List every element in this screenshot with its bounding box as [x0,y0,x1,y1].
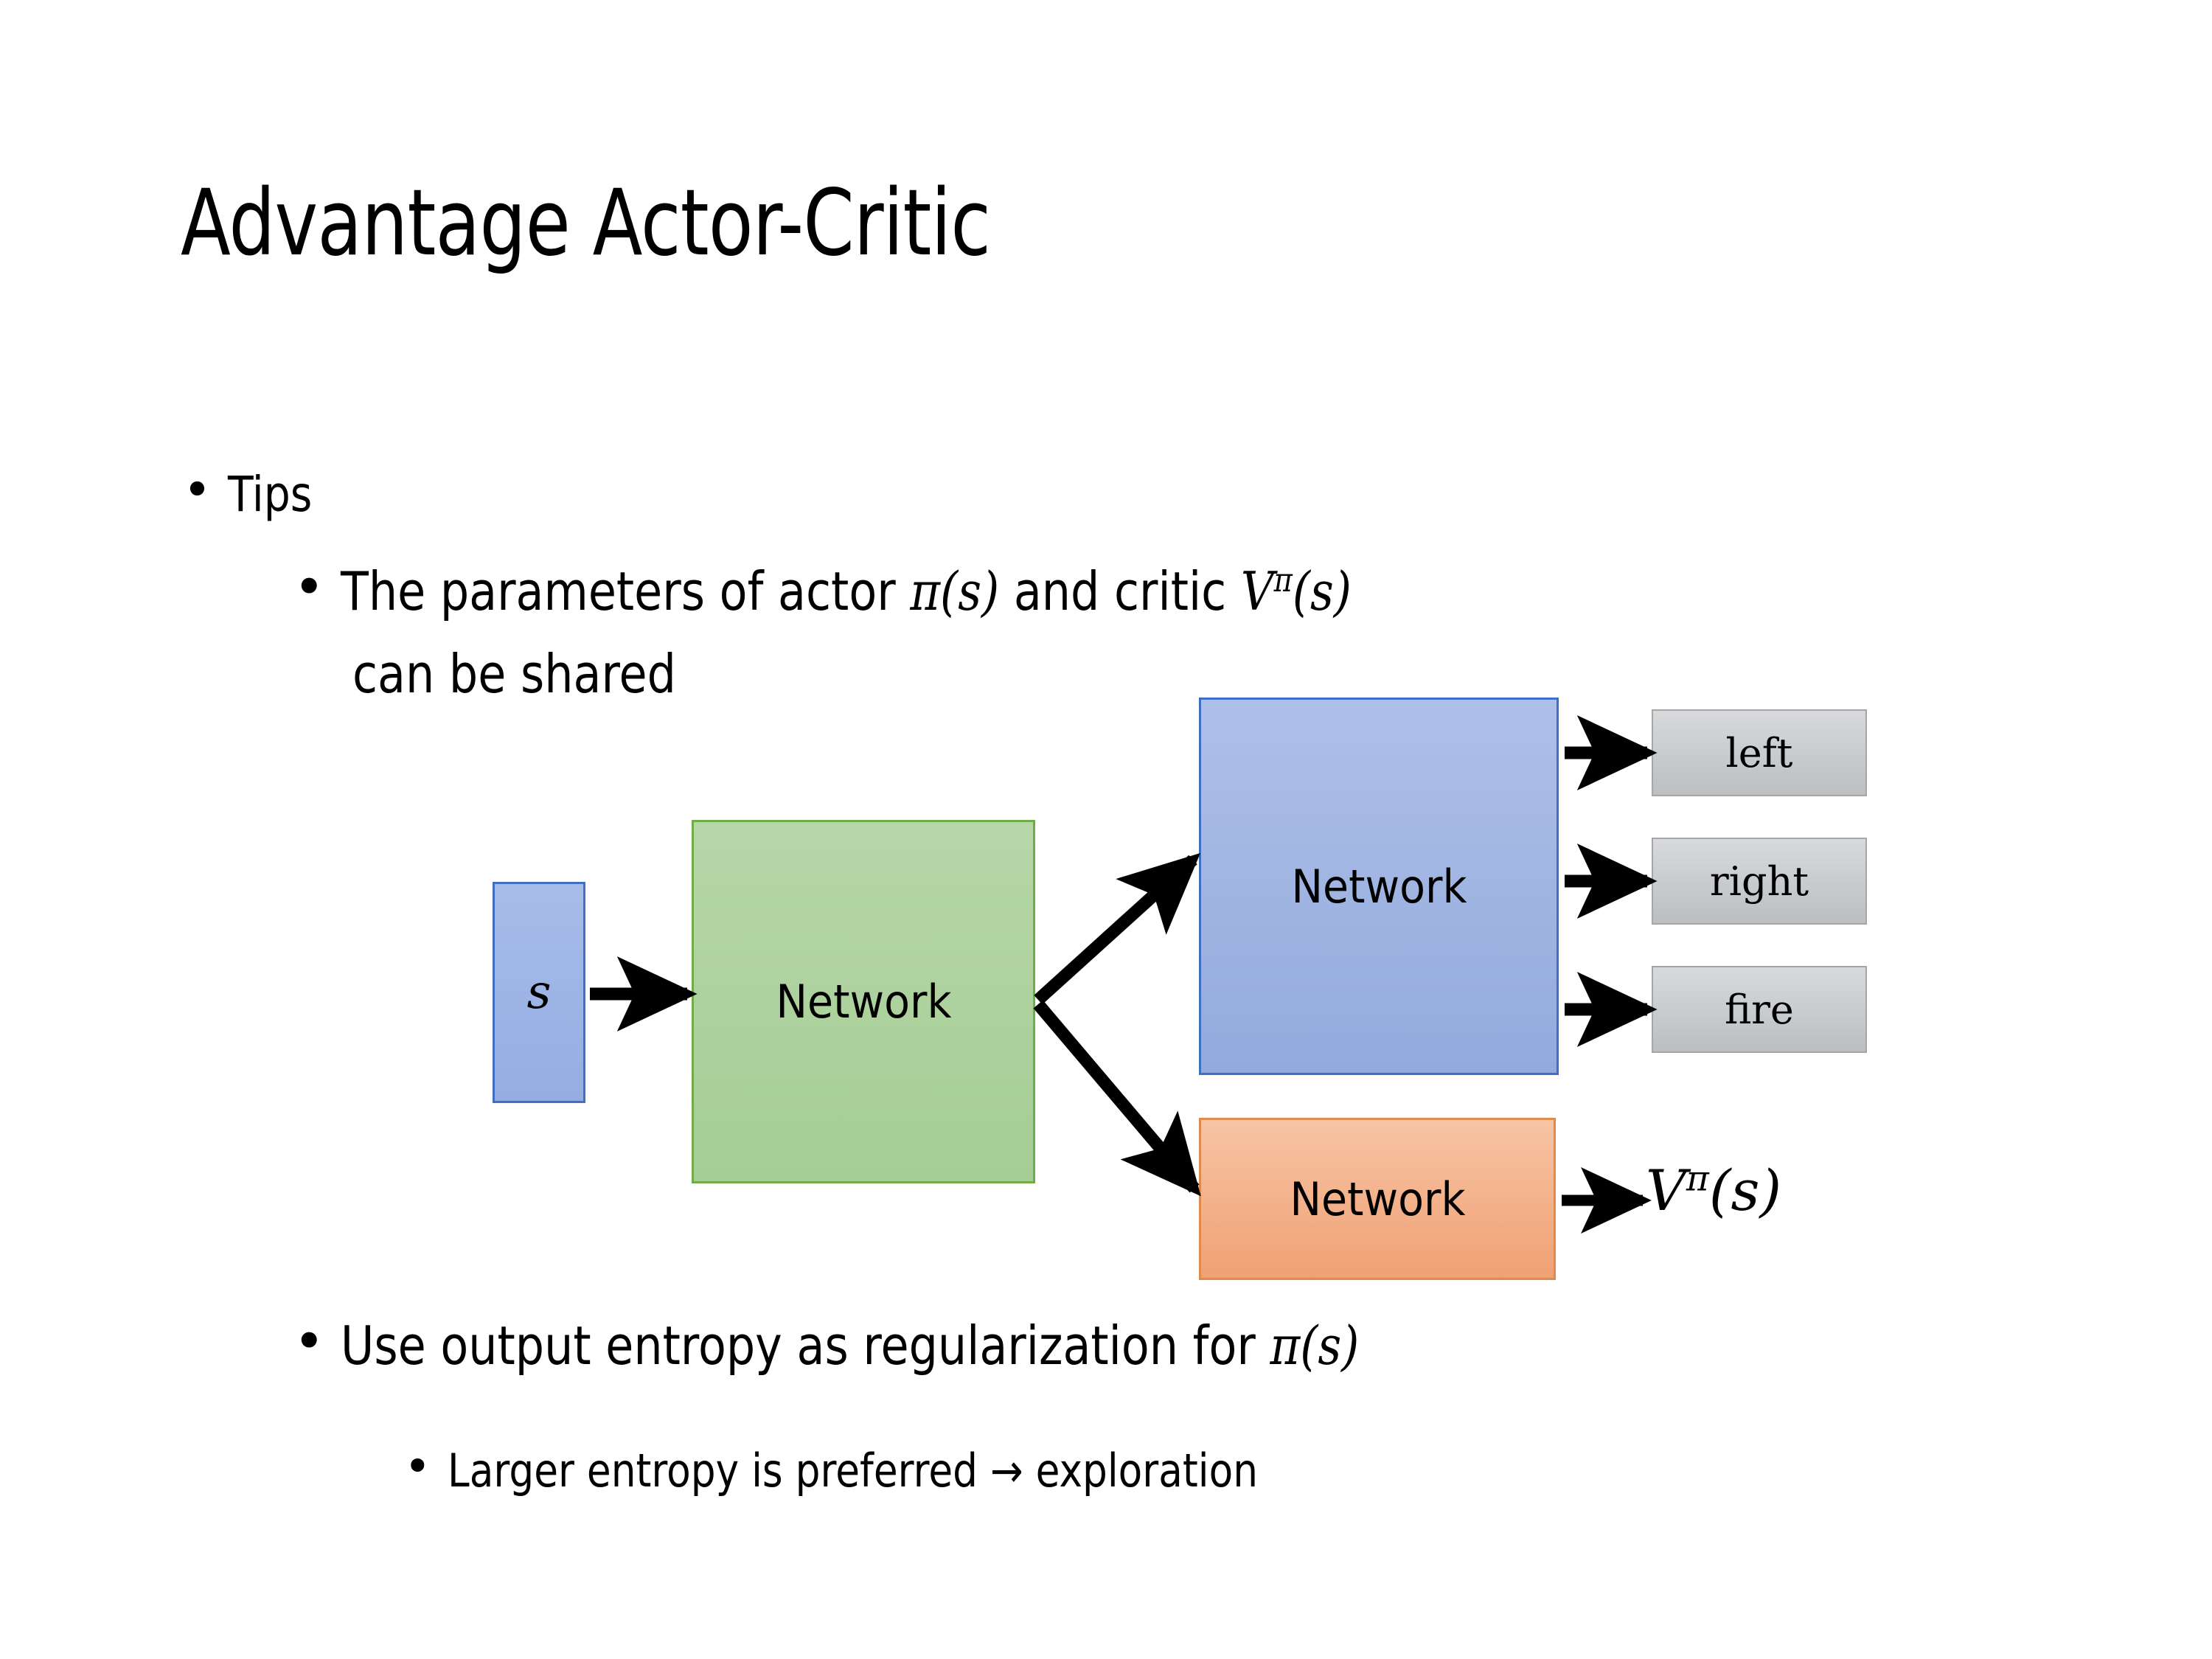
critic-network-box: Network [1199,1118,1556,1280]
critic-network-label: Network [1289,1172,1466,1226]
math-v-superscript: π [1686,1158,1709,1200]
bullet-larger-entropy: • Larger entropy is preferred → explorat… [404,1444,1390,1498]
action-output-box-left: left [1652,709,1867,796]
critic-value-output: Vπ(s) [1646,1158,1781,1223]
bullet-marker-icon: • [183,462,212,518]
action-output-label: left [1725,729,1793,776]
math-v-base: V [1646,1158,1686,1223]
bullet-larger-entropy-label: Larger entropy is preferred → exploratio… [447,1444,1258,1498]
text-segment: and critic [999,560,1242,622]
state-input-box: s [493,882,585,1103]
bullet-marker-icon: • [293,556,325,618]
text-segment: Use output entropy as regularization for [341,1315,1270,1377]
text-segment: The parameters of actor [341,560,911,622]
state-input-label: s [526,965,552,1020]
bullet-tips-label: Tips [227,466,313,523]
bullet-shared-parameters: • The parameters of actor π(s) and criti… [293,560,1517,622]
page-title: Advantage Actor-Critic [181,170,991,276]
bullet-shared-parameters-line2: can be shared [352,643,728,705]
shared-network-box: Network [692,820,1035,1183]
math-v-arg: (s) [1708,1158,1782,1223]
math-pi-s: π(s) [910,560,1000,622]
math-pi-s: π(s) [1270,1315,1360,1377]
bullet-entropy-regularization: • Use output entropy as regularization f… [293,1315,1526,1377]
actor-network-label: Network [1290,859,1467,914]
math-v-pi-superscript: π [1274,561,1293,599]
bullet-marker-icon: • [293,1310,325,1372]
shared-network-label: Network [775,975,952,1029]
bullet-tips: • Tips [183,462,326,524]
bullet-shared-parameters-continuation: can be shared [352,643,676,705]
math-v-pi-base: V [1241,560,1275,622]
arrow-shared-to-critic [1033,1000,1201,1197]
math-v-pi-arg: (s) [1293,560,1352,622]
bullet-marker-icon: • [404,1439,431,1493]
actor-network-box: Network [1199,698,1559,1075]
action-output-label: fire [1725,986,1794,1033]
bullet-entropy-label: Use output entropy as regularization for… [341,1315,1359,1377]
action-output-box-fire: fire [1652,966,1867,1053]
arrow-shared-to-actor [1034,852,1201,1005]
bullet-shared-parameters-line1: The parameters of actor π(s) and critic … [341,560,1352,622]
action-output-label: right [1709,858,1809,905]
action-output-box-right: right [1652,838,1867,925]
